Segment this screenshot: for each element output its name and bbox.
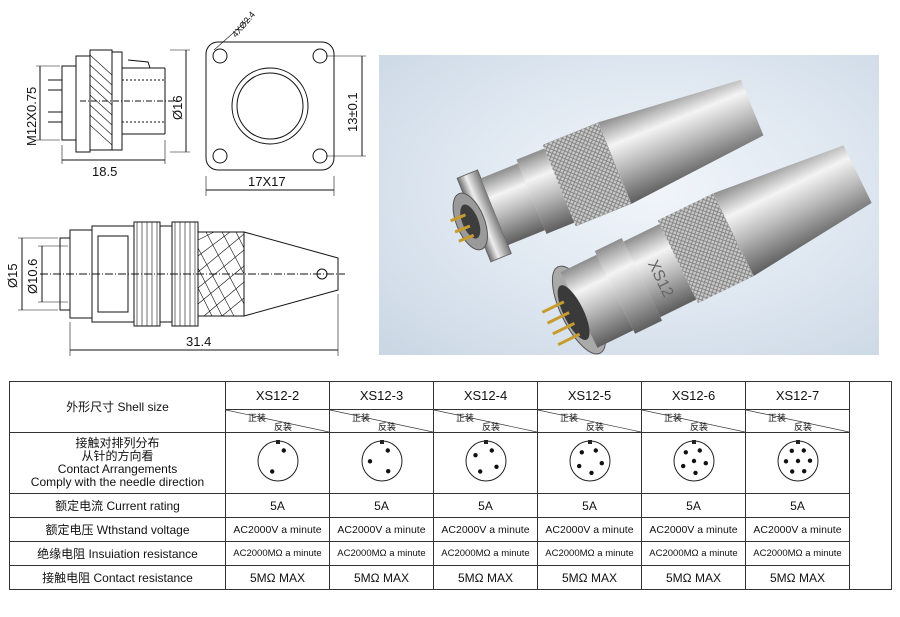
connector-illustration: XS12 — [450, 79, 872, 355]
pin-diagram-icon — [569, 439, 610, 481]
insulation-value: AC2000MΩ a minute — [433, 541, 538, 566]
insulation-value: AC2000MΩ a minute — [537, 541, 642, 566]
pin-diagram-icon — [777, 439, 818, 481]
dim-13-label: 13±0.1 — [345, 92, 360, 132]
current-value: 5A — [433, 493, 538, 518]
mount-cell: 正装反装 — [433, 409, 538, 433]
mount-cell: 正装反装 — [329, 409, 434, 433]
model-xs12-4: XS12-4 — [433, 381, 538, 410]
dim-17x17-label: 17X17 — [248, 174, 286, 189]
mount-cell: 正装反装 — [537, 409, 642, 433]
technical-drawing: M12X0.75 Ø16 18.5 4XØ2.4 13±0.1 17X17 Ø1… — [5, 9, 366, 356]
model-row: 外形尺寸 Shell size XS12-2 XS12-3 XS12-4 XS1… — [9, 381, 892, 590]
pin-layout-7 — [745, 432, 850, 494]
current-row: 额定电流 Current rating 5A 5A 5A 5A 5A 5A — [9, 493, 892, 518]
dim-4xd24-label: 4XØ2.4 — [230, 9, 257, 39]
side-view-drawing — [36, 49, 190, 164]
resistance-row: 接触电阻 Contact resistance 5MΩ MAX 5MΩ MAX … — [9, 565, 892, 590]
model-xs12-2: XS12-2 — [225, 381, 330, 410]
voltage-value: AC2000V a minute — [537, 517, 642, 542]
voltage-value: AC2000V a minute — [745, 517, 850, 542]
dim-18-5-label: 18.5 — [92, 164, 117, 179]
mount-row: 正装反装 正装反装 正装反装 正装反装 正装反装 正装反装 — [10, 409, 892, 433]
dim-d106-label: Ø10.6 — [25, 259, 40, 294]
current-value: 5A — [641, 493, 746, 518]
mount-cell: 正装反装 — [225, 409, 330, 433]
current-value: 5A — [537, 493, 642, 518]
shell-size-label: 外形尺寸 Shell size — [9, 381, 226, 433]
dim-d16-label: Ø16 — [170, 95, 185, 120]
current-value: 5A — [745, 493, 850, 518]
pin-diagram-icon — [673, 439, 714, 481]
pin-layout-6 — [641, 432, 746, 494]
model-xs12-6: XS12-6 — [641, 381, 746, 410]
mount-cell: 正装反装 — [745, 409, 850, 433]
mount-cell: 正装反装 — [641, 409, 746, 433]
model-xs12-3: XS12-3 — [329, 381, 434, 410]
voltage-value: AC2000V a minute — [225, 517, 330, 542]
insulation-value: AC2000MΩ a minute — [641, 541, 746, 566]
voltage-label: 额定电压 Wthstand voltage — [9, 517, 226, 542]
resistance-value: 5MΩ MAX — [329, 565, 434, 590]
insulation-row: 绝缘电阻 Insuiation resistance AC2000MΩ a mi… — [9, 541, 892, 566]
model-xs12-5: XS12-5 — [537, 381, 642, 410]
contact-label: 接触对排列分布 从针的方向看 Contact Arrangements Comp… — [9, 432, 226, 494]
dim-d15-label: Ø15 — [5, 263, 20, 288]
connector-photo: XS12 — [379, 55, 879, 355]
current-value: 5A — [225, 493, 330, 518]
insulation-value: AC2000MΩ a minute — [745, 541, 850, 566]
model-xs12-7: XS12-7 — [745, 381, 850, 410]
current-value: 5A — [329, 493, 434, 518]
resistance-value: 5MΩ MAX — [745, 565, 850, 590]
connector-top — [450, 79, 764, 263]
voltage-value: AC2000V a minute — [329, 517, 434, 542]
insulation-label: 绝缘电阻 Insuiation resistance — [9, 541, 226, 566]
blank-column — [849, 381, 892, 590]
voltage-value: AC2000V a minute — [433, 517, 538, 542]
resistance-value: 5MΩ MAX — [433, 565, 538, 590]
dim-m12-label: M12X0.75 — [24, 87, 39, 146]
pin-layout-4 — [433, 432, 538, 494]
pin-layout-5 — [537, 432, 642, 494]
resistance-value: 5MΩ MAX — [641, 565, 746, 590]
pin-diagram-icon — [361, 439, 402, 481]
pin-diagram-icon — [465, 439, 506, 481]
voltage-row: 额定电压 Wthstand voltage AC2000V a minute A… — [9, 517, 892, 542]
plug-view-drawing — [18, 221, 345, 356]
pin-layout-3 — [329, 432, 434, 494]
resistance-value: 5MΩ MAX — [537, 565, 642, 590]
spec-table: 外形尺寸 Shell size XS12-2 XS12-3 XS12-4 XS1… — [9, 381, 892, 590]
resistance-value: 5MΩ MAX — [225, 565, 330, 590]
insulation-value: AC2000MΩ a minute — [225, 541, 330, 566]
contact-row: 接触对排列分布 从针的方向看 Contact Arrangements Comp… — [9, 432, 892, 494]
connector-bottom: XS12 — [541, 145, 872, 355]
resistance-label: 接触电阻 Contact resistance — [9, 565, 226, 590]
insulation-value: AC2000MΩ a minute — [329, 541, 434, 566]
pin-layout-2 — [225, 432, 330, 494]
dim-31-4-label: 31.4 — [186, 334, 211, 349]
front-view-drawing — [205, 17, 366, 196]
current-label: 额定电流 Current rating — [9, 493, 226, 518]
pin-diagram-icon — [257, 439, 298, 481]
voltage-value: AC2000V a minute — [641, 517, 746, 542]
